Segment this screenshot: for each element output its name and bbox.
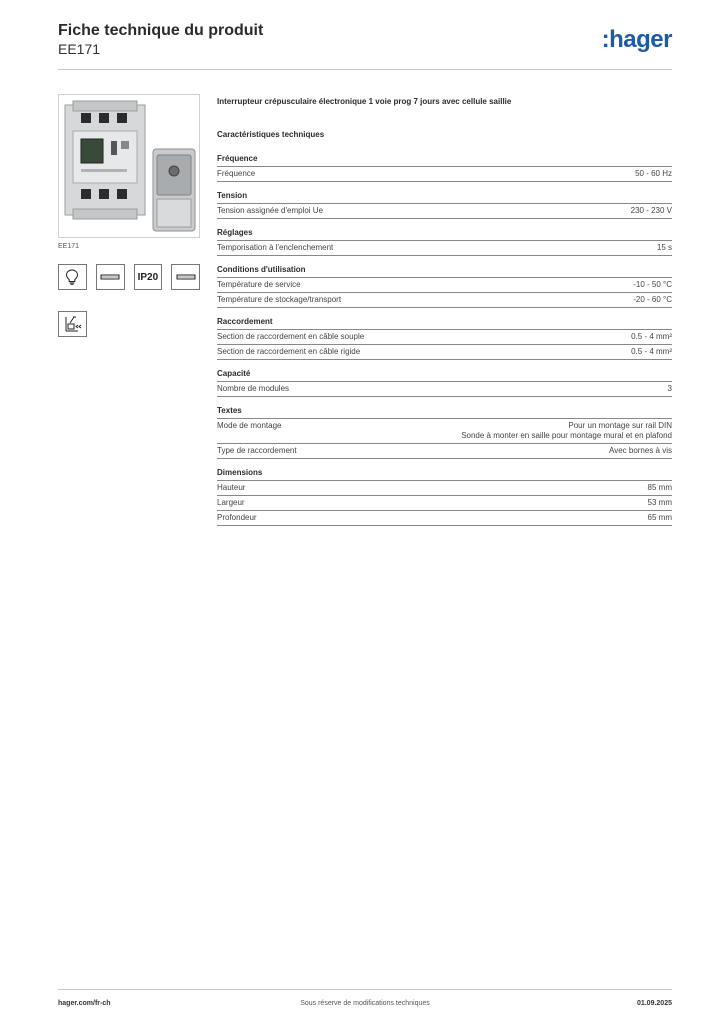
spec-section-title: Raccordement (217, 317, 672, 330)
spec-row: Mode de montage Pour un montage sur rail … (217, 419, 672, 444)
spec-value-line: 0.5 - 4 mm² (631, 332, 672, 341)
spec-label: Section de raccordement en câble rigide (217, 347, 361, 356)
spec-label: Tension assignée d'emploi Ue (217, 206, 324, 215)
spec-section-title: Tension (217, 191, 672, 204)
spec-section-title: Fréquence (217, 154, 672, 167)
spec-section-title: Dimensions (217, 468, 672, 481)
feature-icons-row: IP20 (58, 264, 200, 290)
page-header: Fiche technique du produit EE171 :hager (58, 22, 673, 70)
spec-row: Section de raccordement en câble souple 0… (217, 330, 672, 345)
spec-value-line: Pour un montage sur rail DIN (568, 421, 672, 430)
spec-value: 230 - 230 V (631, 206, 672, 216)
spec-label: Hauteur (217, 483, 246, 492)
light-sensor-icon (58, 311, 87, 337)
spec-row: Profondeur 65 mm (217, 511, 672, 526)
spec-label: Température de stockage/transport (217, 295, 342, 304)
page-title: Fiche technique du produit (58, 22, 264, 39)
product-image-drawing (59, 95, 199, 237)
spec-value-line: Sonde à monter en saille pour montage mu… (461, 431, 672, 440)
spec-label: Mode de montage (217, 421, 282, 430)
spec-row: Type de raccordement Avec bornes à vis (217, 444, 672, 459)
product-details: Interrupteur crépusculaire électronique … (217, 97, 672, 535)
spec-row: Section de raccordement en câble rigide 0… (217, 345, 672, 360)
spec-value-line: 85 mm (647, 483, 672, 492)
spec-value-line: Avec bornes à vis (609, 446, 672, 455)
footer-notice: Sous réserve de modifications techniques (300, 1000, 430, 1007)
spec-label: Temporisation à l'enclenchement (217, 243, 334, 252)
spec-value-line: -10 - 50 °C (633, 280, 672, 289)
spec-value: 65 mm (648, 513, 672, 523)
spec-value-line: 15 s (656, 243, 672, 252)
product-image (58, 94, 200, 238)
spec-row: Hauteur 85 mm (217, 481, 672, 496)
footer-date: 01.09.2025 (636, 1000, 672, 1007)
spec-value: Avec bornes à vis (609, 446, 672, 456)
din-rail-icon-alt (171, 264, 200, 290)
spec-value-line: -20 - 60 °C (633, 295, 672, 304)
spec-label: Type de raccordement (217, 446, 297, 455)
spec-label: Température de service (217, 280, 301, 289)
spec-value: 3 (668, 384, 672, 394)
spec-value-line: 230 - 230 V (630, 206, 672, 215)
spec-value: 50 - 60 Hz (635, 169, 672, 179)
spec-value: 15 s (657, 243, 672, 253)
product-media: EE171 IP20 (58, 94, 200, 337)
spec-row: Tension assignée d'emploi Ue 230 - 230 V (217, 204, 672, 219)
spec-row: Largeur 53 mm (217, 496, 672, 511)
spec-value: 0.5 - 4 mm² (631, 347, 672, 357)
spec-row: Température de service -10 - 50 °C (217, 278, 672, 293)
hager-logo: :hager (601, 26, 673, 53)
product-image-caption: EE171 (58, 243, 80, 250)
spec-value: 53 mm (648, 498, 672, 508)
spec-section-title: Conditions d'utilisation (217, 265, 672, 278)
spec-value-line: 0.5 - 4 mm² (631, 347, 672, 356)
spec-label: Section de raccordement en câble souple (217, 332, 365, 341)
spec-row: Fréquence 50 - 60 Hz (217, 167, 672, 182)
spec-row: Temporisation à l'enclenchement 15 s (217, 241, 672, 256)
spec-section-title: Réglages (217, 228, 672, 241)
footer-website-link[interactable]: hager.com/fr-ch (58, 1000, 111, 1007)
din-rail-icon (95, 264, 125, 290)
spec-value-line: 50 - 60 Hz (635, 169, 672, 178)
spec-value: 0.5 - 4 mm² (631, 332, 672, 342)
spec-label: Fréquence (217, 169, 256, 178)
specs-heading: Caractéristiques techniques (217, 130, 325, 139)
page-footer: hager.com/fr-ch Sous réserve de modifica… (58, 989, 672, 1013)
spec-label: Nombre de modules (217, 384, 290, 393)
spec-row: Température de stockage/transport -20 - 6… (217, 293, 672, 308)
spec-value-line: 65 mm (647, 513, 672, 522)
product-name: Interrupteur crépusculaire électronique … (217, 97, 512, 106)
spec-value-line: 53 mm (647, 498, 672, 507)
spec-row: Nombre de modules 3 (217, 382, 672, 397)
spec-label: Largeur (217, 498, 245, 507)
spec-section-title: Capacité (217, 369, 672, 382)
spec-value: 85 mm (648, 483, 672, 493)
spec-label: Profondeur (217, 513, 257, 522)
spec-section-title: Textes (217, 406, 672, 419)
ip-rating-badge: IP20 (133, 264, 163, 290)
lamp-icon (58, 264, 87, 290)
product-reference: EE171 (58, 41, 101, 57)
spec-value: -20 - 60 °C (633, 295, 672, 305)
spec-value: -10 - 50 °C (633, 280, 672, 290)
spec-value-line: 3 (667, 384, 672, 393)
